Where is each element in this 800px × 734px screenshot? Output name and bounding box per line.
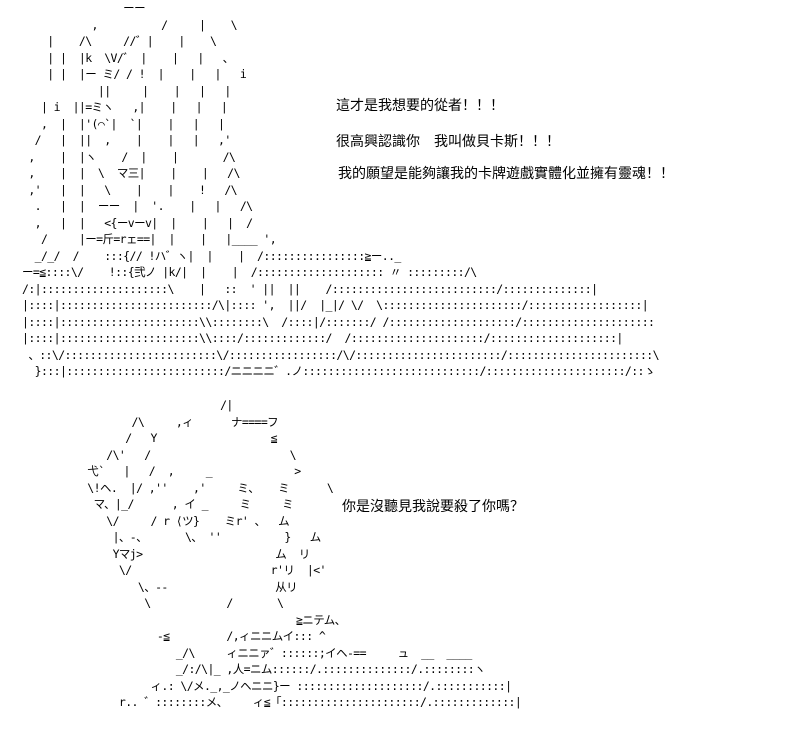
- dialogue-line-1: 這才是我想要的從者！！！: [336, 98, 504, 114]
- ascii-art-lower-character: /| /\ ,ィ ナ====フ / Y ≦ /\' / \ 弋` | / , _…: [87, 398, 522, 709]
- dialogue-line-2: 很高興認識你 我叫做貝卡斯！！！: [336, 134, 560, 150]
- dialogue-line-4: 你是沒聽見我說要殺了你嗎？: [342, 499, 524, 515]
- ascii-art-upper-character: ーー , / | \ | /\ //゛| | \ | | |k \V/゛ | |…: [22, 1, 660, 378]
- dialogue-line-3: 我的願望是能夠讓我的卡牌遊戲實體化並擁有靈魂！！: [338, 166, 674, 182]
